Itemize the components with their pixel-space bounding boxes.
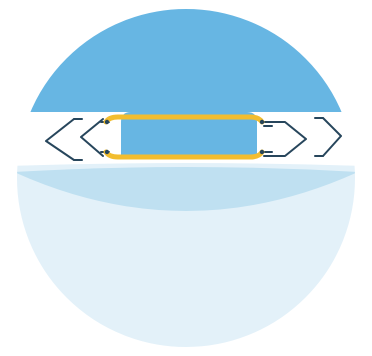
- anchor-left-top: [105, 120, 109, 124]
- anchor-left-bottom: [105, 150, 109, 154]
- anchor-right-bottom: [260, 150, 264, 154]
- anchor-right-top: [260, 120, 264, 124]
